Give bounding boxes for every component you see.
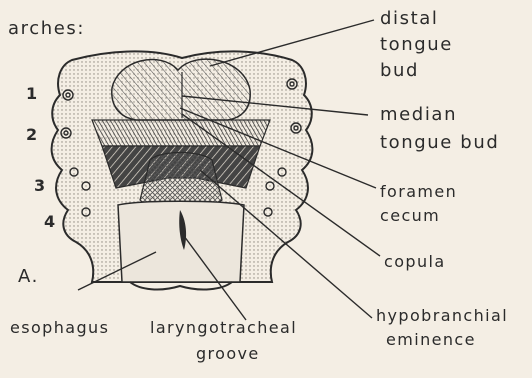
label-laryngotracheal-line2: groove [196, 344, 260, 364]
label-laryngotracheal-line1: laryngotracheal [150, 318, 297, 338]
copula-shape [140, 153, 222, 208]
distal-tongue-bud-shape [112, 59, 250, 120]
label-esophagus: esophagus [10, 318, 109, 338]
arches-heading: arches: [8, 18, 85, 40]
label-hypobranchial-line2: eminence [386, 330, 476, 350]
label-foramen-line2: cecum [380, 206, 440, 226]
esophagus-shape [130, 282, 232, 289]
panel-letter: A. [18, 266, 39, 288]
arch-number-1: 1 [26, 84, 37, 103]
label-copula: copula [384, 252, 446, 272]
label-distal-line1: distal [380, 8, 439, 30]
median-tongue-bud-shape [92, 120, 270, 146]
label-median-line1: median [380, 104, 457, 126]
label-hypobranchial-line1: hypobranchial [376, 306, 508, 326]
label-foramen-line1: foramen [380, 182, 457, 202]
arch-number-2: 2 [26, 125, 37, 144]
label-distal-line3: bud [380, 60, 419, 82]
label-median-line2: tongue bud [380, 132, 499, 154]
arch-number-3: 3 [34, 176, 45, 195]
label-distal-line2: tongue [380, 34, 453, 56]
arch-number-4: 4 [44, 212, 55, 231]
